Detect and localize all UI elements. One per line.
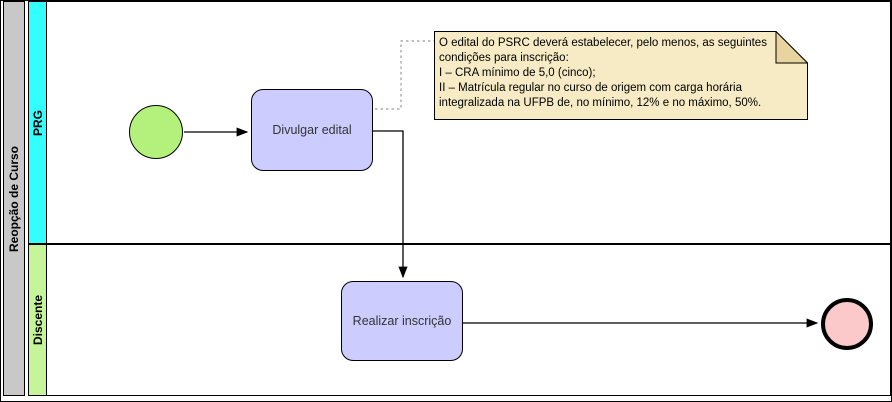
task-label: Divulgar edital xyxy=(272,123,352,137)
pool-content-area xyxy=(46,1,891,396)
lane-label-prg: PRG xyxy=(30,109,45,136)
pool-label: Reopção de Curso xyxy=(7,145,21,252)
note-fold-corner xyxy=(775,31,808,64)
note-text: O edital do PSRC deverá estabelecer, pel… xyxy=(439,36,779,111)
note-line: II – Matrícula regular no curso de orige… xyxy=(439,82,742,94)
lane-divider-line xyxy=(46,243,891,245)
note-shape xyxy=(434,31,808,120)
annotation-note[interactable]: O edital do PSRC deverá estabelecer, pel… xyxy=(434,31,808,120)
pool-header-reopcao-de-curso[interactable]: Reopção de Curso xyxy=(3,1,25,396)
lane-header-discente[interactable]: Discente xyxy=(28,244,47,396)
end-event[interactable] xyxy=(821,298,873,350)
task-divulgar-edital[interactable]: Divulgar edital xyxy=(251,89,373,171)
lane-header-prg[interactable]: PRG xyxy=(28,1,47,244)
lane-label-discente: Discente xyxy=(30,294,45,346)
start-event[interactable] xyxy=(129,105,183,159)
note-line: O edital do PSRC deverá estabelecer, pel… xyxy=(439,37,767,49)
task-realizar-inscricao[interactable]: Realizar inscrição xyxy=(341,281,463,361)
note-line: condições para inscrição: xyxy=(439,52,569,64)
task-label: Realizar inscrição xyxy=(352,314,452,328)
note-line: I – CRA mínimo de 5,0 (cinco); xyxy=(439,67,596,79)
note-line: integralizada na UFPB de, no mínimo, 12%… xyxy=(439,97,762,109)
